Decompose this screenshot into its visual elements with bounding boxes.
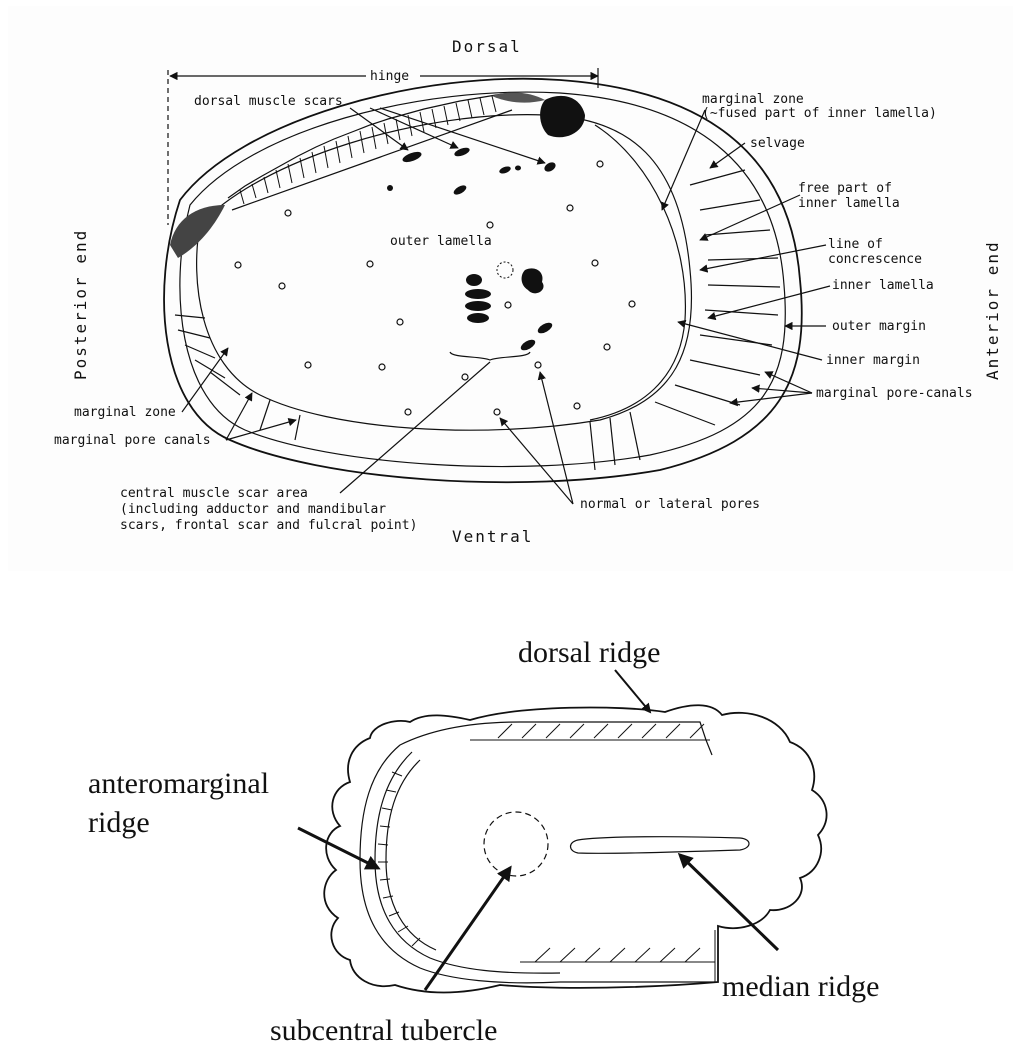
label-line-of-concrescence-1: line of xyxy=(828,237,883,252)
label-selvage: selvage xyxy=(750,136,805,151)
label-dorsal-ridge: dorsal ridge xyxy=(518,636,660,669)
label-inner-lamella: inner lamella xyxy=(832,278,934,293)
label-anterior-end: Anterior end xyxy=(983,240,1002,380)
ventral-ridge-hatching xyxy=(520,930,715,982)
label-anteromarginal-ridge-1: anteromarginal xyxy=(88,767,269,800)
label-central-muscle-scar-2: (including adductor and mandibular xyxy=(120,502,386,517)
label-dorsal-muscle-scars: dorsal muscle scars xyxy=(194,94,343,109)
median-ridge-shape xyxy=(571,837,750,854)
label-normal-pores: normal or lateral pores xyxy=(580,497,760,512)
label-free-part-2: inner lamella xyxy=(798,196,900,211)
label-outer-margin: outer margin xyxy=(832,319,926,334)
label-median-ridge: median ridge xyxy=(722,970,879,1003)
figure-b-carapace-exterior: dorsal ridge anteromarginal ridge median… xyxy=(88,636,879,1047)
label-line-of-concrescence-2: concrescence xyxy=(828,252,922,267)
label-central-muscle-scar-1: central muscle scar area xyxy=(120,486,308,501)
label-outer-lamella: outer lamella xyxy=(390,234,492,249)
anteromarginal-ridge-inner xyxy=(375,752,560,973)
label-marginal-zone-left: marginal zone xyxy=(74,405,176,420)
label-marginal-zone-top: marginal zone xyxy=(702,92,804,107)
dorsal-ridge-hatching xyxy=(470,724,710,740)
arrow-anteromarginal xyxy=(298,828,378,868)
label-anteromarginal-ridge-2: ridge xyxy=(88,806,150,839)
label-marginal-pore-canals-right: marginal pore-canals xyxy=(816,386,973,401)
label-subcentral-tubercle: subcentral tubercle xyxy=(270,1014,497,1047)
label-hinge: hinge xyxy=(370,69,409,84)
label-inner-margin: inner margin xyxy=(826,353,920,368)
anteromarginal-ridge-inner-2 xyxy=(386,760,436,950)
label-posterior-end: Posterior end xyxy=(71,229,90,380)
subcentral-tubercle-shape xyxy=(484,812,548,876)
label-central-muscle-scar-3: scars, frontal scar and fulcral point) xyxy=(120,518,417,533)
label-free-part-1: free part of xyxy=(798,181,892,196)
arrow-median xyxy=(680,855,778,950)
label-dorsal: Dorsal xyxy=(452,37,522,56)
arrow-dorsal-ridge xyxy=(615,670,650,712)
figure-a-carapace-interior: Dorsal Ventral Posterior end Anterior en… xyxy=(8,6,1013,571)
label-ventral: Ventral xyxy=(452,527,533,546)
carapace-outline-b xyxy=(324,705,826,992)
label-marginal-zone-note: (~fused part of inner lamella) xyxy=(702,106,937,121)
label-marginal-pore-canals-left: marginal pore canals xyxy=(54,433,211,448)
